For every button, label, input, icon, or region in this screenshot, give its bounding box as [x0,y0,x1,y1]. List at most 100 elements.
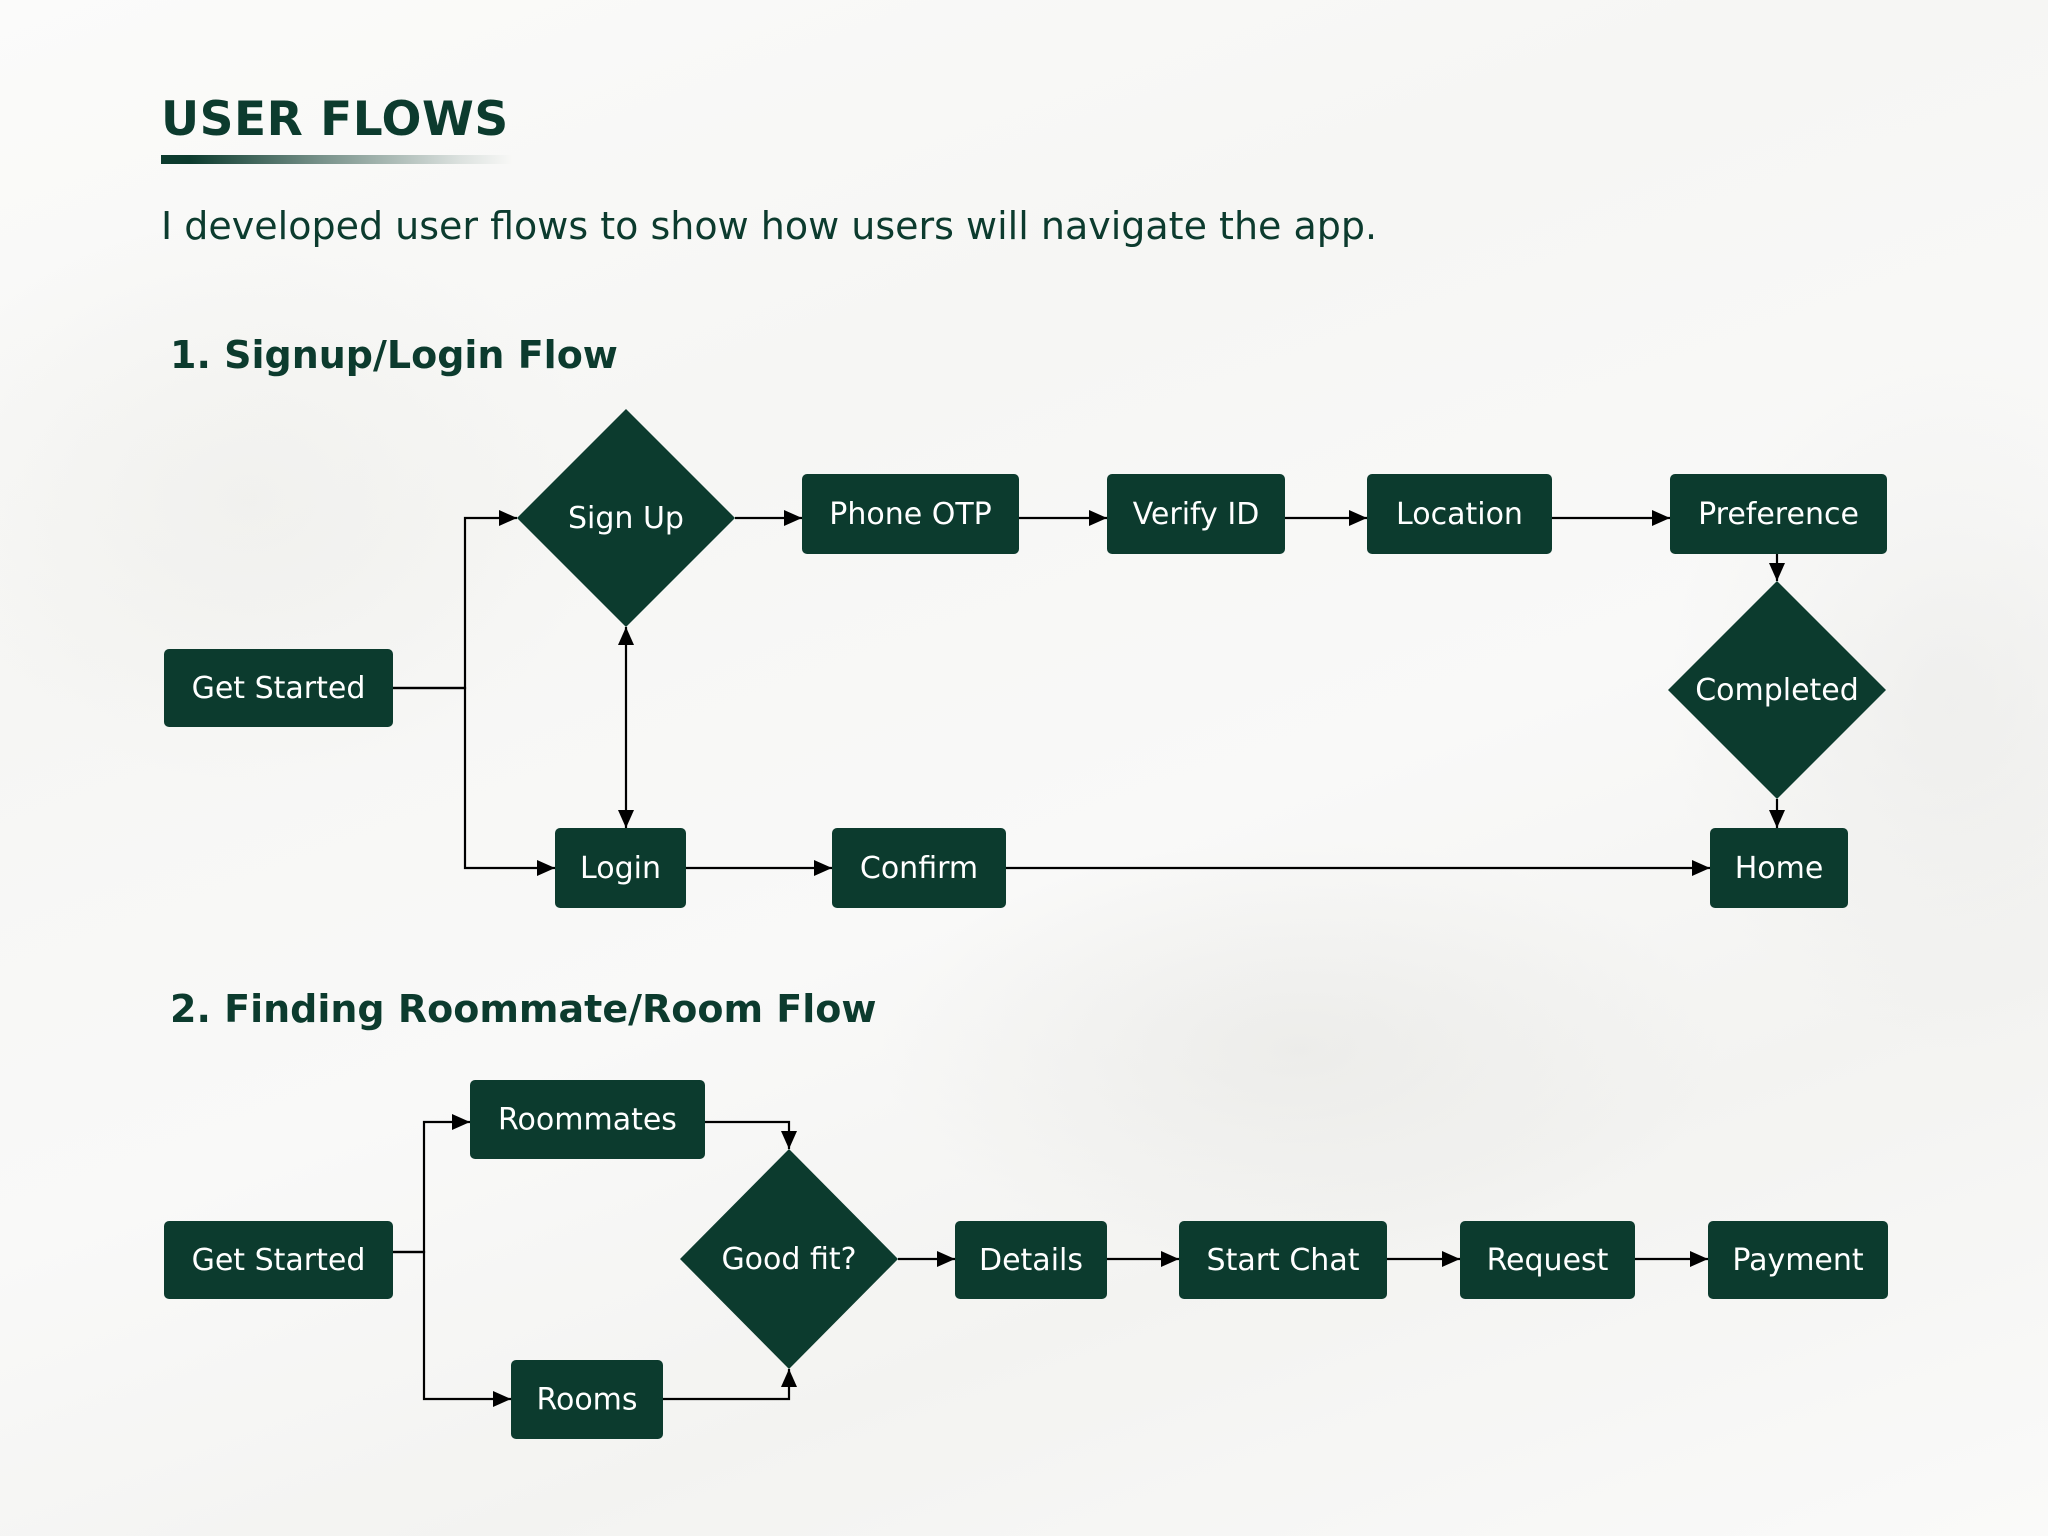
arrowhead-icon [493,1391,511,1407]
arrowhead-icon [1652,510,1670,526]
edge-sign-up-to-login [618,627,634,828]
process-box [164,1221,393,1299]
edge-start-chat-to-request [1387,1251,1460,1267]
arrowhead-icon [1769,563,1785,581]
decision-diamond [517,409,735,627]
arrowhead-icon [618,810,634,828]
node-label: Login [580,851,661,886]
arrowhead-icon [1769,810,1785,828]
arrowhead-icon [814,860,832,876]
arrowhead-icon [537,860,555,876]
node-label: Sign Up [568,501,684,536]
edge-roommates-to-good-fit [705,1120,797,1149]
nodes-layer: Get Started Sign Up Phone OTP Verify ID Loca… [164,409,1888,1439]
edge-confirm-to-home [1006,860,1710,876]
node-label: Request [1487,1243,1609,1278]
flow-node-confirm: Confirm [832,828,1006,908]
arrowhead-icon [781,1131,797,1149]
node-label: Home [1735,851,1824,886]
edge-get-started-to-sign-up [393,510,517,690]
finding-room-flow-heading: 2. Finding Roommate/Room Flow [170,987,877,1031]
connector-line [393,516,517,690]
arrowhead-icon [1089,510,1107,526]
flow-node-phone-otp: Phone OTP [802,474,1019,554]
process-box [1670,474,1887,554]
page-title: USER FLOWS [161,92,509,147]
node-label: Good fit? [721,1242,856,1277]
decision-diamond [680,1149,898,1369]
edge-get-started-2-to-roommates [393,1114,470,1254]
flow-node-verify-id: Verify ID [1107,474,1285,554]
node-label: Roommates [498,1103,677,1138]
node-label: Payment [1732,1243,1864,1278]
node-label: Get Started [192,1243,366,1278]
arrowhead-icon [1161,1251,1179,1267]
node-label: Confirm [860,851,978,886]
flow-node-good-fit: Good fit? [680,1149,898,1369]
arrowhead-icon [499,510,517,526]
flow-node-rooms: Rooms [511,1360,663,1439]
edge-rooms-to-good-fit [663,1369,797,1401]
edge-sign-up-to-phone-otp [735,510,802,526]
process-box [1460,1221,1635,1299]
node-label: Preference [1698,497,1859,532]
page-subtitle: I developed user flows to show how users… [161,204,1378,248]
title-underline [161,155,513,164]
process-box [802,474,1019,554]
edge-verify-id-to-location [1285,510,1367,526]
edges-layer [393,510,1785,1407]
arrowhead-icon [1349,510,1367,526]
process-box [1710,828,1848,908]
process-box [1708,1221,1888,1299]
edge-get-started-2-to-rooms [393,1250,511,1407]
flow-node-get-started-2: Get Started [164,1221,393,1299]
arrowhead-icon [452,1114,470,1130]
process-box [470,1080,705,1159]
arrowhead-icon [618,627,634,645]
arrowhead-icon [937,1251,955,1267]
node-label: Start Chat [1207,1243,1360,1278]
edge-get-started-to-login [393,686,555,876]
edge-completed-to-home [1769,799,1785,828]
arrowhead-icon [1442,1251,1460,1267]
process-box [1107,474,1285,554]
process-box [555,828,686,908]
edge-preference-to-completed [1769,554,1785,581]
edge-login-to-confirm [686,860,832,876]
process-box [832,828,1006,908]
arrowhead-icon [1692,860,1710,876]
edge-phone-otp-to-verify-id [1019,510,1107,526]
flow-node-get-started: Get Started [164,649,393,727]
process-box [955,1221,1107,1299]
signup-login-flow-heading: 1. Signup/Login Flow [170,333,618,377]
node-label: Get Started [192,671,366,706]
arrowhead-icon [784,510,802,526]
edge-good-fit-to-details [898,1251,955,1267]
node-label: Completed [1695,673,1859,708]
flow-node-start-chat: Start Chat [1179,1221,1387,1299]
process-box [164,649,393,727]
flow-node-login: Login [555,828,686,908]
decision-diamond [1668,581,1886,799]
flow-node-home: Home [1710,828,1848,908]
connector-line [393,1250,511,1401]
connector-line [663,1369,791,1401]
node-label: Rooms [536,1383,637,1418]
node-label: Phone OTP [829,497,992,532]
flow-node-preference: Preference [1670,474,1887,554]
flow-node-completed: Completed [1668,581,1886,799]
node-label: Location [1396,497,1523,532]
arrowhead-icon [1690,1251,1708,1267]
edge-request-to-payment [1635,1251,1708,1267]
arrowhead-icon [781,1369,797,1387]
flow-node-location: Location [1367,474,1552,554]
node-label: Verify ID [1133,497,1260,532]
flow-node-sign-up: Sign Up [517,409,735,627]
node-label: Details [979,1243,1083,1278]
process-box [1179,1221,1387,1299]
process-box [1367,474,1552,554]
flow-node-payment: Payment [1708,1221,1888,1299]
flow-node-request: Request [1460,1221,1635,1299]
connector-line [393,1120,470,1254]
